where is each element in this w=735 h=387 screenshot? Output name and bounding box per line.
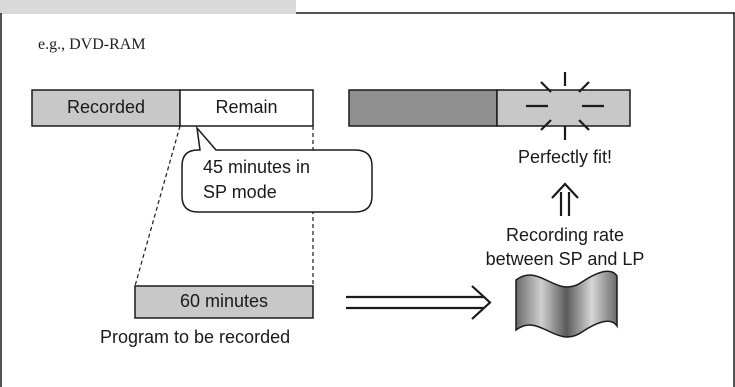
- remain-label: Remain: [215, 97, 278, 117]
- example-caption: e.g., DVD-RAM: [38, 36, 146, 53]
- callout-bubble: [181, 125, 373, 213]
- header-band: [0, 0, 296, 14]
- program-bar-label: 60 minutes: [179, 291, 269, 311]
- double-arrow-up-icon: [551, 182, 579, 216]
- recording-rate-ribbon-icon: [515, 270, 618, 338]
- result-filled-segment: [496, 89, 631, 127]
- callout-line-2: SP mode: [203, 182, 277, 202]
- sparkle-icon: [526, 72, 604, 140]
- projection-line-left: [134, 125, 181, 287]
- rate-note-line-2: between SP and LP: [485, 249, 645, 269]
- double-arrow-right-icon: [346, 285, 492, 320]
- remain-segment: [179, 89, 314, 127]
- program-bar: [134, 285, 314, 319]
- recorded-segment: [31, 89, 181, 127]
- rate-note-line-1: Recording rate: [505, 225, 625, 245]
- perfectly-fit-label: Perfectly fit!: [517, 147, 613, 167]
- callout-line-1: 45 minutes in: [203, 157, 311, 177]
- program-caption: Program to be recorded: [100, 327, 291, 347]
- result-recorded-segment: [348, 89, 498, 127]
- recorded-label: Recorded: [66, 97, 146, 117]
